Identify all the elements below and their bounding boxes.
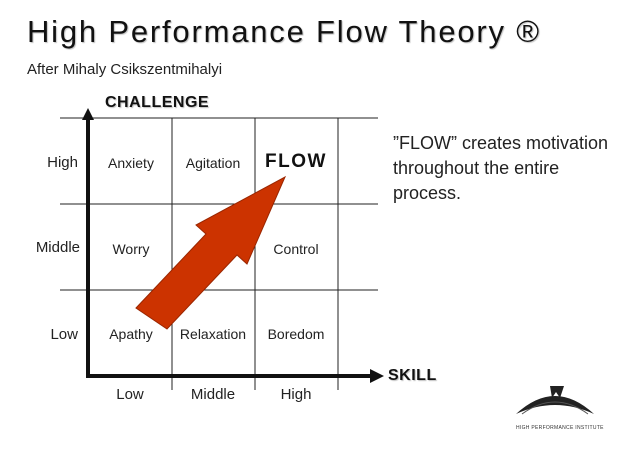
flow-callout-text: ”FLOW” creates motivation throughout the… [393, 133, 609, 203]
y-axis-arrowhead-icon [82, 108, 94, 120]
col-label-middle: Middle [190, 386, 236, 403]
row-label-high: High [47, 154, 78, 171]
cell-apathy: Apathy [109, 326, 153, 342]
row-label-middle: Middle [35, 239, 80, 256]
mountain-arc-logo-icon [516, 386, 594, 415]
col-label-low: Low [116, 386, 144, 403]
col-label-high: High [280, 386, 312, 403]
cell-agitation: Agitation [185, 155, 241, 171]
y-axis-label: CHALLENGE [105, 94, 210, 111]
page-subtitle: After Mihaly Csikszentmihalyi [27, 61, 223, 78]
cell-flow: FLOW [265, 151, 327, 172]
row-label-low: Low [50, 326, 78, 343]
page-title: High Performance Flow Theory ® [27, 14, 541, 49]
diagonal-arrow-icon [135, 175, 287, 330]
cell-relaxation: Relaxation [179, 326, 247, 342]
cell-boredom: Boredom [267, 326, 325, 342]
x-axis-label: SKILL [388, 367, 437, 384]
cell-worry: Worry [112, 241, 150, 257]
cell-anxiety: Anxiety [108, 155, 154, 171]
x-axis-arrowhead-icon [370, 369, 384, 383]
cell-control: Control [273, 241, 319, 257]
logo-text: HIGH PERFORMANCE INSTITUTE [516, 425, 604, 431]
